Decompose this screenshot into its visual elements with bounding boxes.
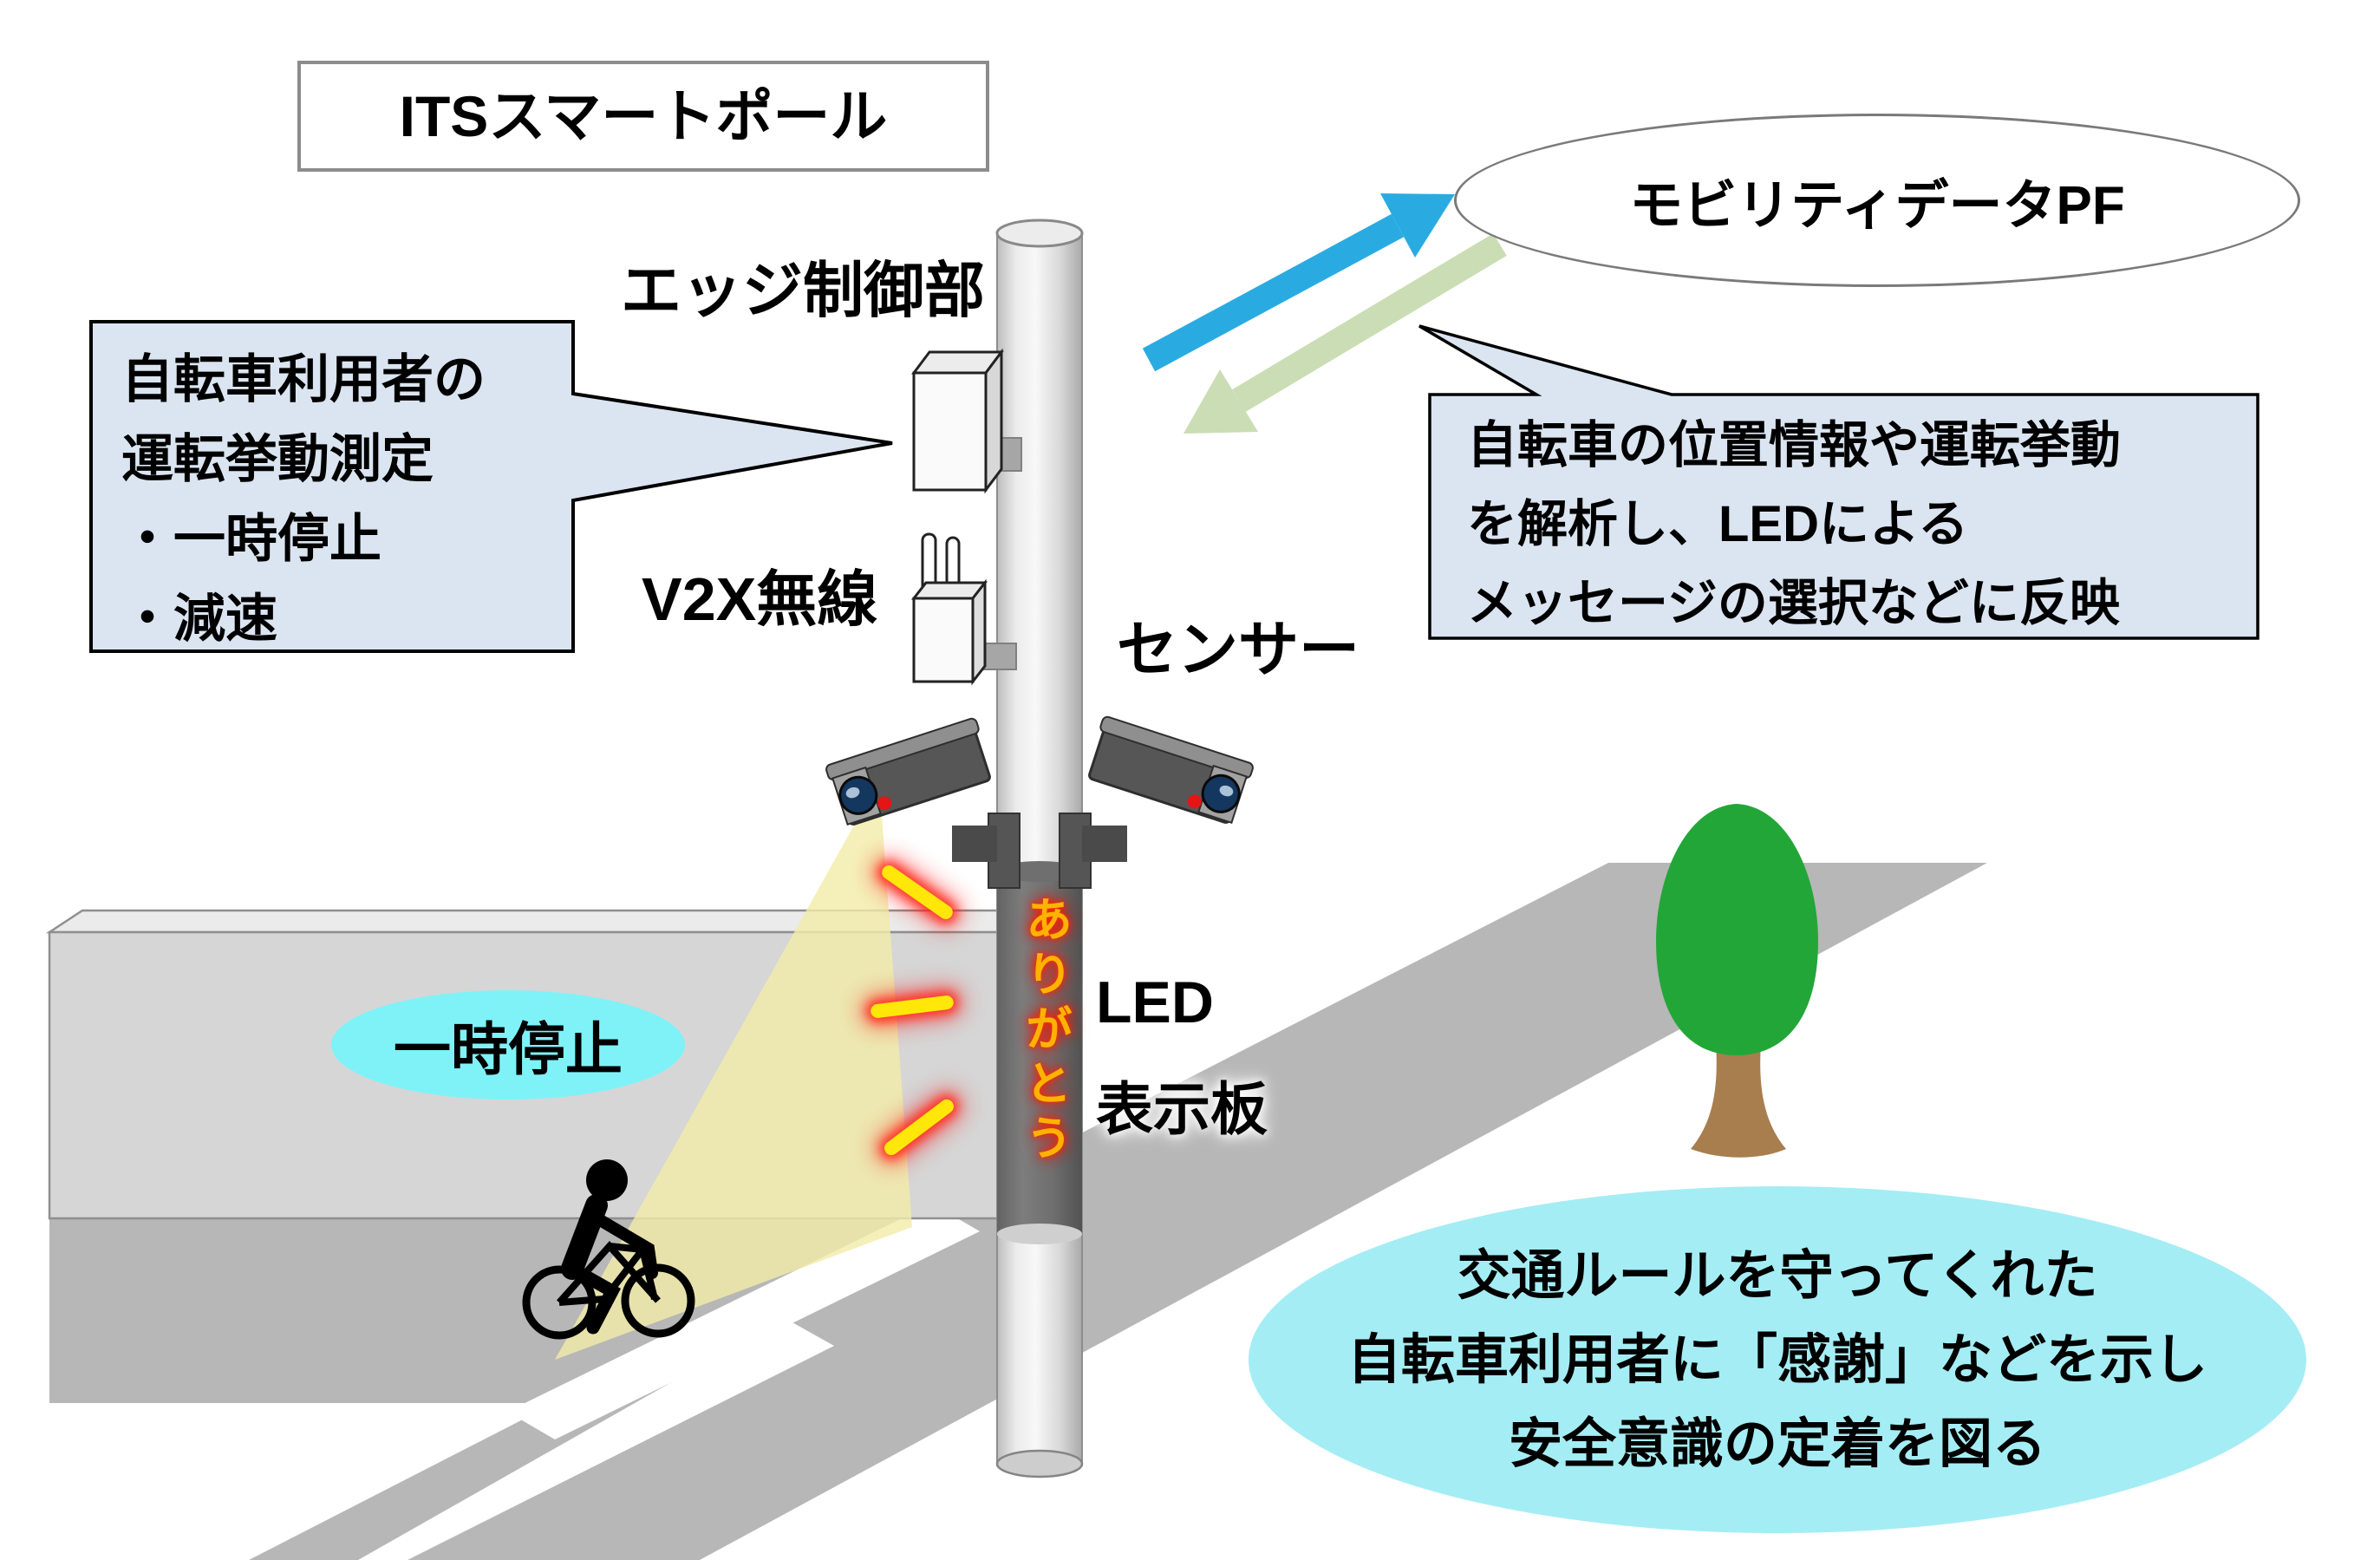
v2x-front [912,597,975,683]
left-callout-text: 自転車利用者の 運転挙動測定 ・一時停止 ・減速 [121,340,486,659]
camera-left-hood [825,717,980,781]
left-callout-line: 運転挙動測定 [121,430,434,488]
edge-controller-unit [911,348,1022,494]
v2x-side [971,578,987,686]
camera-right-mount [1059,813,1127,889]
led-band-bottom-ring [997,1224,1082,1244]
pole-top-cap [995,219,1084,248]
title-label: ITSスマートポール [399,83,888,148]
sensor-label: センサー [1117,616,1360,683]
tree-crown [1656,804,1818,1055]
camera-right-lens-glint [1219,785,1234,797]
led-board-label-line1: LED [1096,969,1214,1035]
download-arrow [1183,233,1507,434]
goal-line: 自転車利用者に「感謝」などを示し [1346,1329,2207,1390]
mobility-data-platform-ellipse: モビリティデータPF [1454,114,2300,287]
camera-right-lens [1201,773,1241,813]
left-callout-line: ・一時停止 [121,510,381,568]
camera-left-lens-glint [845,787,860,799]
left-callout-shape [89,320,893,653]
right-callout-line: 自転車の位置情報や運転挙動 [1467,417,2122,473]
title-box: ITSスマートポール [297,61,989,172]
right-callout-text: 自転車の位置情報や運転挙動 を解析し、LEDによる メッセージの選択などに反映 [1467,406,2121,643]
left-callout-line: ・減速 [121,590,277,648]
upload-arrow [1142,193,1455,372]
led-board-label-line2: 表示板 [1096,1077,1268,1141]
right-callout-line: を解析し、LEDによる [1467,496,1969,552]
left-callout-line: 自転車利用者の [121,350,486,408]
stop-sign-bubble: 一時停止 [331,990,685,1100]
goal-line: 安全意識の定着を図る [1508,1413,2046,1474]
crosswalk-stripe-upper [507,1204,980,1439]
pole-base-cap [995,1449,1084,1478]
stop-sign-label: 一時停止 [394,1017,623,1081]
v2x-unit [910,532,1017,686]
rider-arm [585,1209,658,1279]
goal-line: 交通ルールを守ってくれた [1457,1245,2098,1306]
tree-trunk [1691,1032,1786,1158]
detection-beam [555,780,912,1360]
right-callout-line: メッセージの選択などに反映 [1467,575,2120,631]
camera-right [1088,715,1254,824]
edge-unit-side [984,348,1003,494]
camera-right-led [1187,794,1202,809]
rider-head [586,1159,628,1201]
pole-led-band [997,871,1082,1234]
wall-top-face [45,909,1041,934]
rider-legs [565,1262,622,1335]
front-wheel [621,1263,695,1338]
edge-controller-label: エッジ制御部 [621,257,985,324]
camera-left-led [877,796,892,811]
crosswalk-stripe-lower [358,1318,834,1560]
led-display-message: ありがとう [1018,895,1071,1168]
camera-left-lens [838,775,878,815]
edge-unit-front [912,371,988,492]
camera-left [825,717,991,826]
cyclist-pictogram [522,1159,695,1340]
camera-left-mount [952,813,1020,889]
goal-bubble: 交通ルールを守ってくれた 自転車利用者に「感謝」などを示し 安全意識の定着を図る [1249,1186,2306,1533]
platform-label: モビリティデータPF [1629,176,2125,236]
v2x-radio-label: V2X無線 [642,565,878,633]
camera-right-hood [1099,715,1254,780]
right-callout-shape [1418,324,2259,640]
